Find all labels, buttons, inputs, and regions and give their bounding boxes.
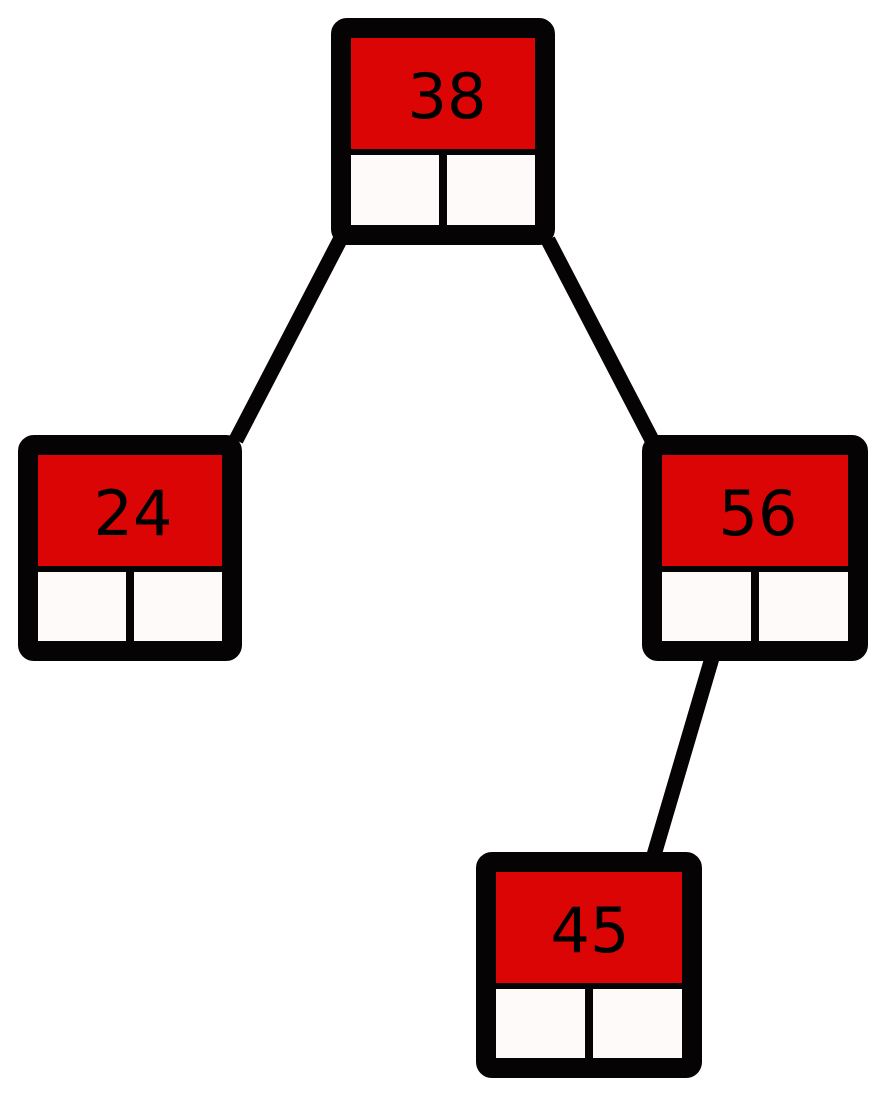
node-left-pointer-cell (662, 572, 751, 641)
node-value: 38 (408, 60, 487, 133)
node-header (496, 872, 682, 984)
node-right-pointer-cell (759, 572, 848, 641)
tree-node-45: 45 (476, 852, 702, 1078)
edge-38-24 (229, 236, 347, 444)
tree-node-56: 56 (642, 435, 868, 661)
node-right-pointer-cell (134, 572, 222, 641)
node-header (351, 38, 535, 151)
node-value: 24 (94, 477, 173, 550)
tree-node-24: 24 (18, 435, 242, 661)
node-left-pointer-cell (351, 155, 439, 225)
edge-38-56 (541, 236, 659, 444)
node-header (38, 455, 222, 567)
node-left-pointer-cell (496, 989, 585, 1058)
edge-56-45 (646, 655, 720, 858)
node-left-pointer-cell (38, 572, 126, 641)
node-value: 56 (719, 477, 798, 550)
node-header (662, 455, 848, 567)
node-right-pointer-cell (447, 155, 535, 225)
node-value: 45 (551, 894, 630, 967)
tree-node-38: 38 (331, 18, 555, 245)
node-right-pointer-cell (593, 989, 682, 1058)
